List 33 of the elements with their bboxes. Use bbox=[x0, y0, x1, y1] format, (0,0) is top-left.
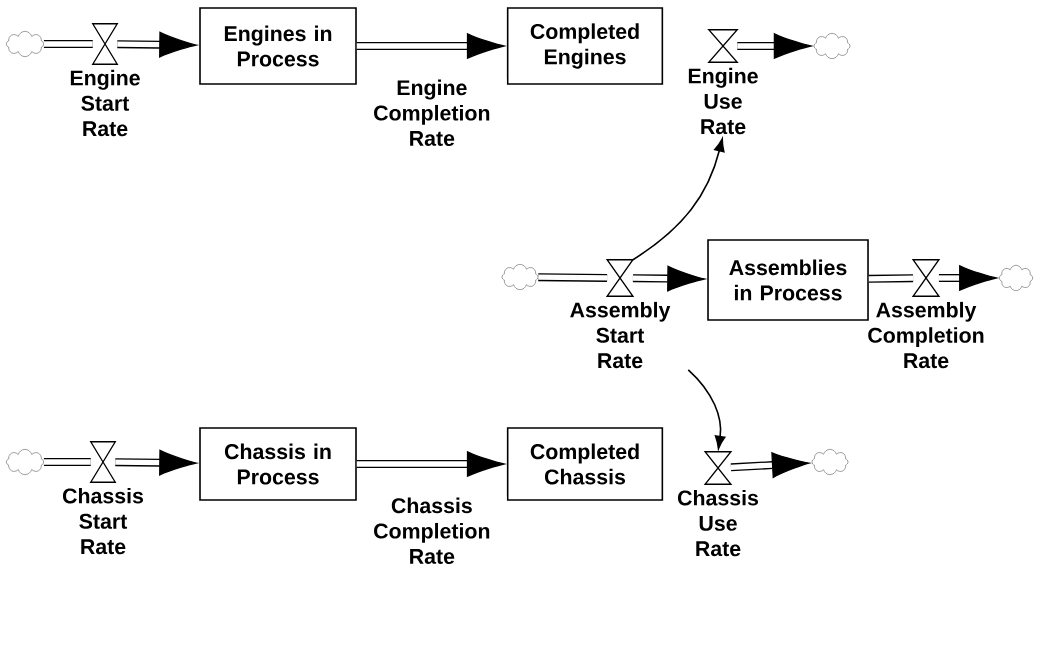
flow-pipe bbox=[730, 452, 810, 478]
rate-label: Assembly Completion Rate bbox=[868, 301, 984, 369]
flow-pipe bbox=[356, 451, 505, 477]
flow-pipe bbox=[356, 33, 505, 59]
flow-pipe bbox=[632, 265, 705, 292]
rate-label: Engine Start Rate bbox=[70, 69, 140, 137]
rate-label: Engine Use Rate bbox=[688, 67, 758, 135]
cloud-symbol bbox=[501, 264, 539, 290]
flow-pipe bbox=[43, 458, 91, 466]
stock-box: Completed Engines bbox=[506, 7, 664, 85]
rate-label: Chassis Use Rate bbox=[678, 489, 759, 557]
stock-box: Chassis in Process bbox=[199, 427, 357, 501]
connector-arrow bbox=[632, 138, 725, 261]
flow-label: Engine Completion Rate bbox=[357, 78, 507, 148]
cloud-symbol bbox=[6, 31, 44, 57]
flow-pipe bbox=[43, 40, 93, 48]
flow-pipe bbox=[938, 265, 997, 291]
rate-label: Chassis Start Rate bbox=[62, 487, 143, 555]
cloud-symbol bbox=[999, 265, 1033, 291]
stock-box: Assemblies in Process bbox=[707, 239, 869, 321]
stock-box: Completed Chassis bbox=[506, 427, 664, 501]
stock-box: Engines in Process bbox=[199, 7, 357, 85]
cloud-symbol bbox=[811, 449, 849, 475]
cloud-symbol bbox=[6, 449, 44, 475]
flow-pipe bbox=[117, 31, 197, 58]
flow-pipe bbox=[868, 274, 914, 283]
flow-pipe bbox=[538, 273, 608, 282]
cloud-symbol bbox=[813, 33, 851, 59]
connector-arrow bbox=[687, 369, 726, 450]
flow-label: Chassis Completion Rate bbox=[357, 496, 507, 566]
rate-label: Assembly Start Rate bbox=[570, 301, 671, 369]
flow-pipe bbox=[115, 449, 197, 476]
flow-pipe bbox=[737, 33, 812, 59]
